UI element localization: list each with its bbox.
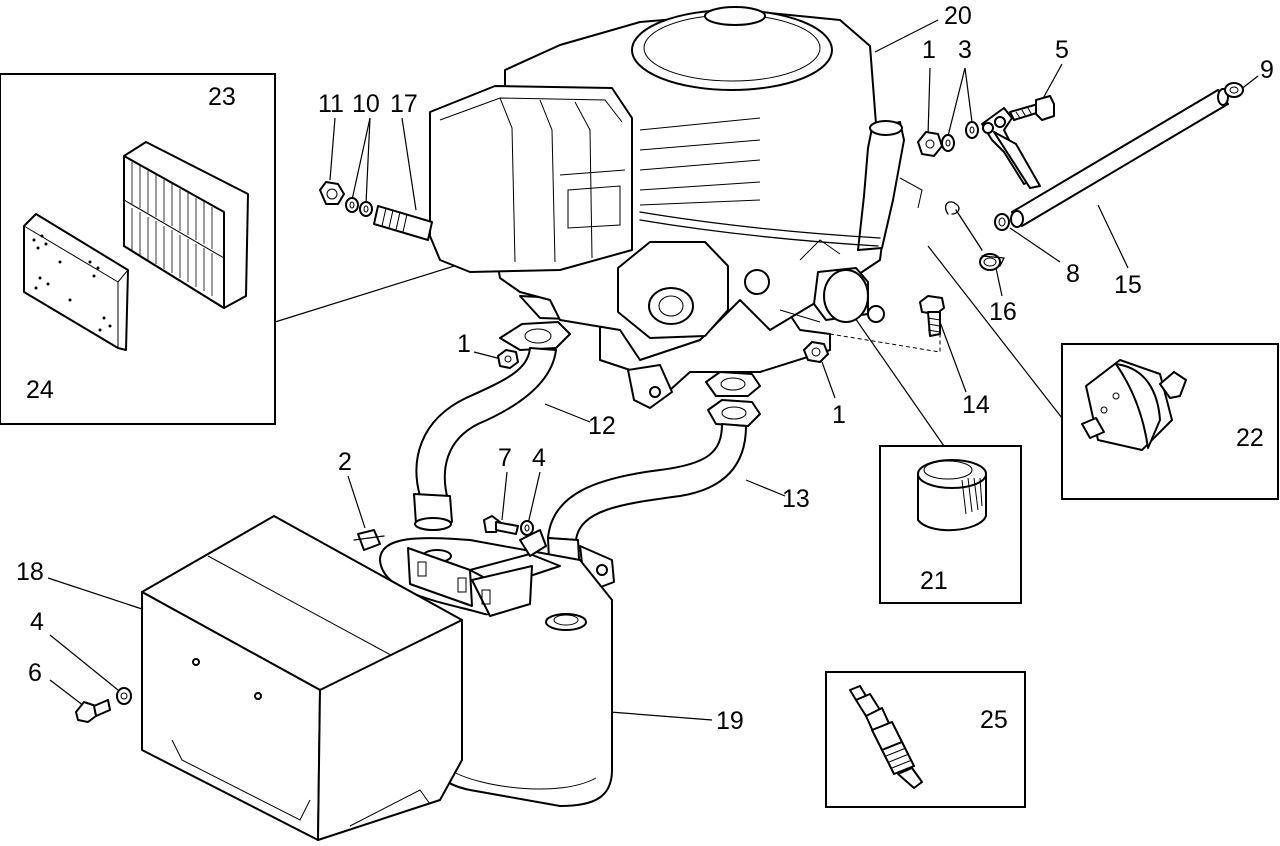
callout-14: 14 — [962, 391, 990, 419]
callout-17: 17 — [390, 90, 418, 118]
air-filter-cartridge-part-23 — [123, 141, 249, 309]
inset-oil-filter — [879, 445, 1022, 604]
intake-fasteners — [319, 181, 433, 241]
callout-3: 3 — [958, 36, 972, 64]
washer-part-3 — [941, 121, 979, 152]
nut-part-1-right — [803, 341, 829, 363]
leader-lines — [47, 19, 1259, 721]
callout-25: 25 — [980, 706, 1008, 734]
heat-shield-part-18 — [141, 515, 463, 841]
washer-part-4-lower — [116, 687, 132, 705]
callout-24: 24 — [26, 376, 54, 404]
muffler-part-19 — [379, 529, 613, 807]
hose-clamp-part-9 — [1224, 82, 1244, 98]
bolt-part-7 — [483, 515, 519, 535]
callout-1-top: 1 — [922, 36, 936, 64]
nut-part-11 — [319, 181, 345, 205]
spark-plug-part-25 — [849, 685, 923, 789]
callout-6: 6 — [28, 659, 42, 687]
callout-4-lower: 4 — [30, 608, 44, 636]
callout-1-right: 1 — [832, 401, 846, 429]
nut-part-1-left — [497, 349, 519, 369]
callout-4-upper: 4 — [532, 444, 546, 472]
inset-spark-plug — [825, 671, 1026, 808]
callout-9: 9 — [1260, 56, 1274, 84]
nut-part-1-top — [917, 131, 943, 157]
inset-air-filter — [0, 73, 276, 425]
pre-filter-part-24 — [23, 213, 129, 351]
callout-7: 7 — [498, 444, 512, 472]
bolt-part-14 — [919, 295, 945, 337]
callout-labels: 20 1 3 5 9 8 15 16 14 1 22 21 25 11 10 1… — [16, 2, 1274, 735]
callout-18: 18 — [16, 558, 44, 586]
callout-5: 5 — [1055, 36, 1069, 64]
exhaust-pipe-part-12 — [413, 321, 571, 531]
hose-clamp-part-8 — [994, 213, 1010, 231]
engine-block — [429, 6, 923, 409]
callout-11: 11 — [318, 90, 344, 118]
throttle-lever-bracket — [981, 107, 1041, 189]
callout-12: 12 — [588, 412, 616, 440]
callout-20: 20 — [944, 2, 972, 30]
washer-part-4-upper — [520, 520, 534, 536]
fuel-filter-part-22 — [1081, 359, 1187, 451]
callout-23: 23 — [208, 83, 236, 111]
callout-8: 8 — [1066, 260, 1080, 288]
small-parts-top-right — [917, 82, 1244, 271]
callout-15: 15 — [1114, 271, 1142, 299]
callout-19: 19 — [716, 707, 744, 735]
callout-22: 22 — [1236, 424, 1264, 452]
clip-part-2 — [353, 529, 385, 551]
washer-part-10 — [345, 197, 373, 217]
callout-2: 2 — [338, 448, 352, 476]
callout-10: 10 — [352, 90, 380, 118]
governor-spring-part-16 — [944, 201, 1006, 271]
bolt-part-6 — [75, 699, 111, 723]
callout-21: 21 — [920, 567, 948, 595]
fuel-hose-part-15 — [1010, 88, 1229, 228]
callout-1-left: 1 — [457, 330, 471, 358]
callout-13: 13 — [782, 485, 810, 513]
stud-part-17 — [373, 205, 433, 241]
callout-16: 16 — [989, 298, 1017, 326]
bolt-part-5 — [1009, 95, 1055, 121]
oil-filter-part-21 — [917, 459, 987, 532]
inset-fuel-filter — [1061, 343, 1279, 500]
